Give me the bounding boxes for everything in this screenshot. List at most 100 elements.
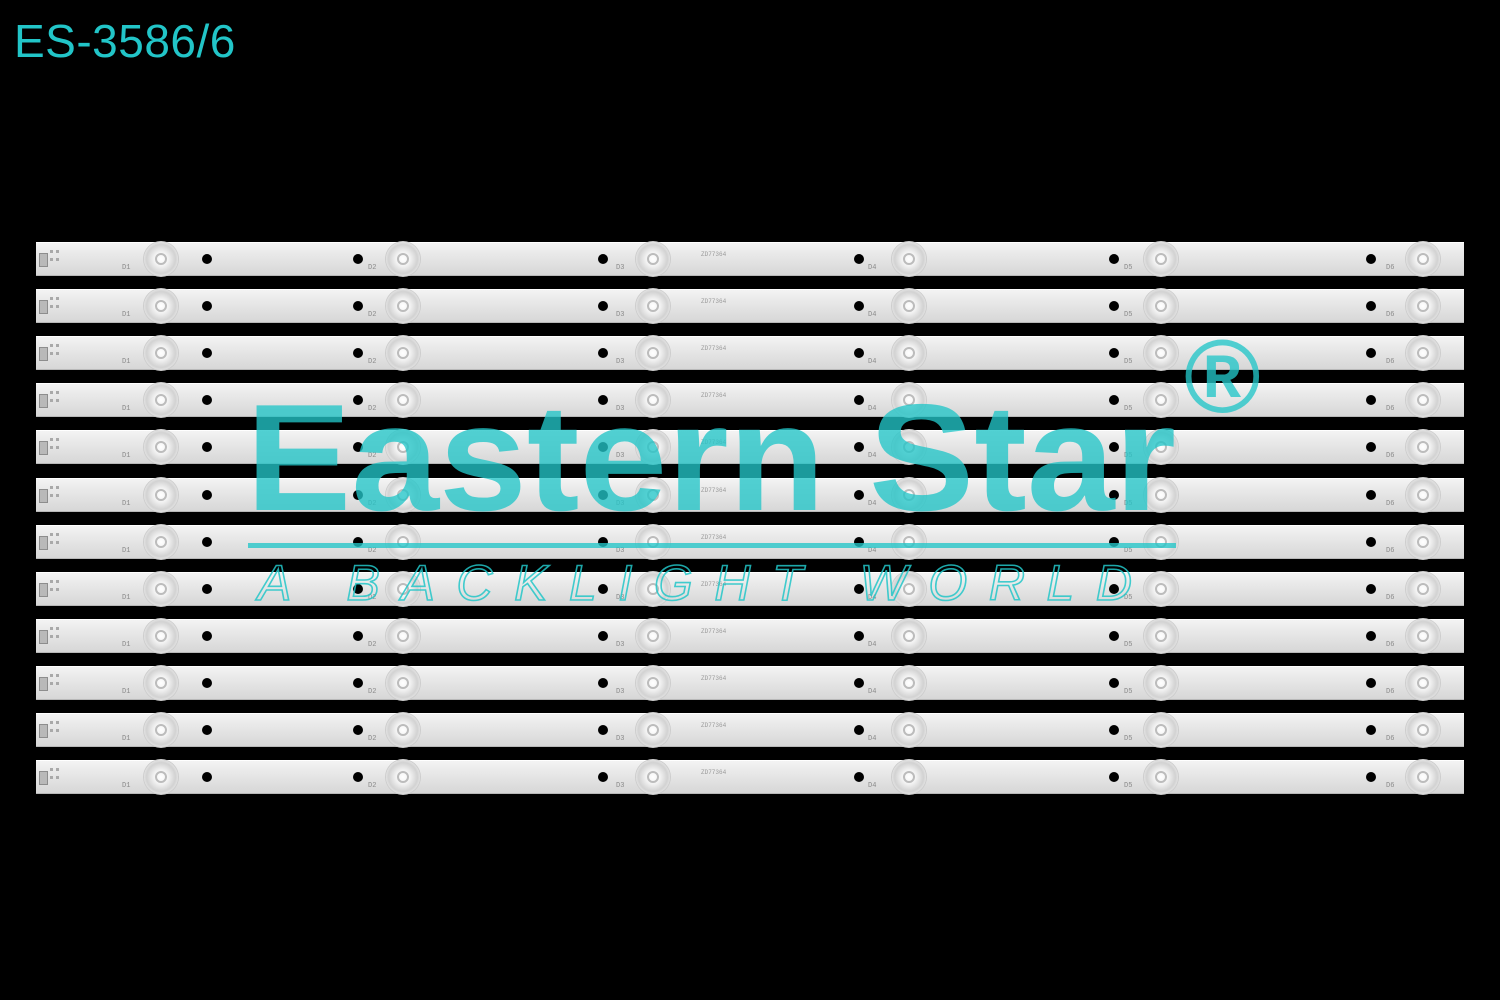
led-lens bbox=[144, 525, 178, 559]
strip-model-code: ZD77364 bbox=[701, 675, 727, 682]
solder-pad bbox=[50, 391, 53, 394]
mounting-hole bbox=[353, 395, 363, 405]
mounting-hole bbox=[854, 772, 864, 782]
solder-pad bbox=[50, 580, 53, 583]
led-label: D4 bbox=[868, 641, 877, 649]
led-label: D6 bbox=[1386, 500, 1395, 508]
led-label: D2 bbox=[368, 641, 377, 649]
led-lens bbox=[1144, 760, 1178, 794]
mounting-hole bbox=[353, 301, 363, 311]
strip-model-code: ZD77364 bbox=[701, 298, 727, 305]
mounting-hole bbox=[854, 442, 864, 452]
led-label: D6 bbox=[1386, 735, 1395, 743]
solder-pad bbox=[56, 627, 59, 630]
solder-pad bbox=[56, 250, 59, 253]
led-label: D1 bbox=[122, 311, 131, 319]
strip-connector bbox=[39, 677, 48, 691]
strip-connector bbox=[39, 394, 48, 408]
led-label: D2 bbox=[368, 735, 377, 743]
led-label: D1 bbox=[122, 782, 131, 790]
solder-pad bbox=[50, 258, 53, 261]
mounting-hole bbox=[1366, 631, 1376, 641]
led-label: D3 bbox=[616, 311, 625, 319]
mounting-hole bbox=[202, 490, 212, 500]
led-label: D4 bbox=[868, 735, 877, 743]
led-label: D5 bbox=[1124, 594, 1133, 602]
strip-model-code: ZD77364 bbox=[701, 628, 727, 635]
mounting-hole bbox=[1109, 584, 1119, 594]
mounting-hole bbox=[1109, 442, 1119, 452]
led-label: D5 bbox=[1124, 311, 1133, 319]
mounting-hole bbox=[598, 348, 608, 358]
page-title: ES-3586/6 bbox=[14, 15, 236, 67]
led-label: D5 bbox=[1124, 358, 1133, 366]
solder-pad bbox=[50, 721, 53, 724]
solder-pad bbox=[50, 344, 53, 347]
solder-pad bbox=[56, 494, 59, 497]
led-label: D6 bbox=[1386, 547, 1395, 555]
led-lens bbox=[144, 336, 178, 370]
led-label: D2 bbox=[368, 688, 377, 696]
mounting-hole bbox=[854, 584, 864, 594]
mounting-hole bbox=[1366, 442, 1376, 452]
strip-connector bbox=[39, 300, 48, 314]
solder-pad bbox=[56, 438, 59, 441]
led-label: D1 bbox=[122, 594, 131, 602]
led-lens bbox=[1406, 478, 1440, 512]
led-lens bbox=[892, 619, 926, 653]
mounting-hole bbox=[1109, 395, 1119, 405]
mounting-hole bbox=[202, 631, 212, 641]
led-label: D3 bbox=[616, 594, 625, 602]
strip-connector bbox=[39, 630, 48, 644]
led-label: D2 bbox=[368, 358, 377, 366]
led-lens bbox=[1406, 430, 1440, 464]
mounting-hole bbox=[598, 395, 608, 405]
mounting-hole bbox=[353, 348, 363, 358]
led-lens bbox=[386, 619, 420, 653]
led-label: D6 bbox=[1386, 452, 1395, 460]
led-label: D2 bbox=[368, 405, 377, 413]
led-lens bbox=[892, 713, 926, 747]
led-lens bbox=[386, 383, 420, 417]
led-lens bbox=[636, 619, 670, 653]
led-lens bbox=[892, 666, 926, 700]
mounting-hole bbox=[1109, 254, 1119, 264]
led-lens bbox=[144, 572, 178, 606]
led-lens bbox=[892, 430, 926, 464]
mounting-hole bbox=[202, 584, 212, 594]
led-lens bbox=[1144, 478, 1178, 512]
mounting-hole bbox=[353, 537, 363, 547]
led-label: D3 bbox=[616, 688, 625, 696]
mounting-hole bbox=[598, 772, 608, 782]
led-lens bbox=[1406, 572, 1440, 606]
mounting-hole bbox=[854, 631, 864, 641]
led-lens bbox=[1406, 666, 1440, 700]
solder-pad bbox=[56, 674, 59, 677]
led-lens bbox=[144, 713, 178, 747]
led-label: D4 bbox=[868, 500, 877, 508]
mounting-hole bbox=[1366, 537, 1376, 547]
solder-pad bbox=[56, 344, 59, 347]
led-lens bbox=[386, 242, 420, 276]
solder-pad bbox=[50, 352, 53, 355]
led-lens bbox=[636, 572, 670, 606]
led-lens bbox=[1406, 713, 1440, 747]
solder-pad bbox=[50, 729, 53, 732]
led-lens bbox=[892, 572, 926, 606]
led-label: D4 bbox=[868, 452, 877, 460]
led-label: D5 bbox=[1124, 735, 1133, 743]
led-lens bbox=[636, 242, 670, 276]
led-label: D5 bbox=[1124, 452, 1133, 460]
led-label: D6 bbox=[1386, 782, 1395, 790]
solder-pad bbox=[50, 438, 53, 441]
led-label: D6 bbox=[1386, 311, 1395, 319]
led-lens bbox=[1144, 383, 1178, 417]
led-lens bbox=[636, 760, 670, 794]
led-lens bbox=[1144, 619, 1178, 653]
strip-connector bbox=[39, 536, 48, 550]
led-label: D2 bbox=[368, 547, 377, 555]
